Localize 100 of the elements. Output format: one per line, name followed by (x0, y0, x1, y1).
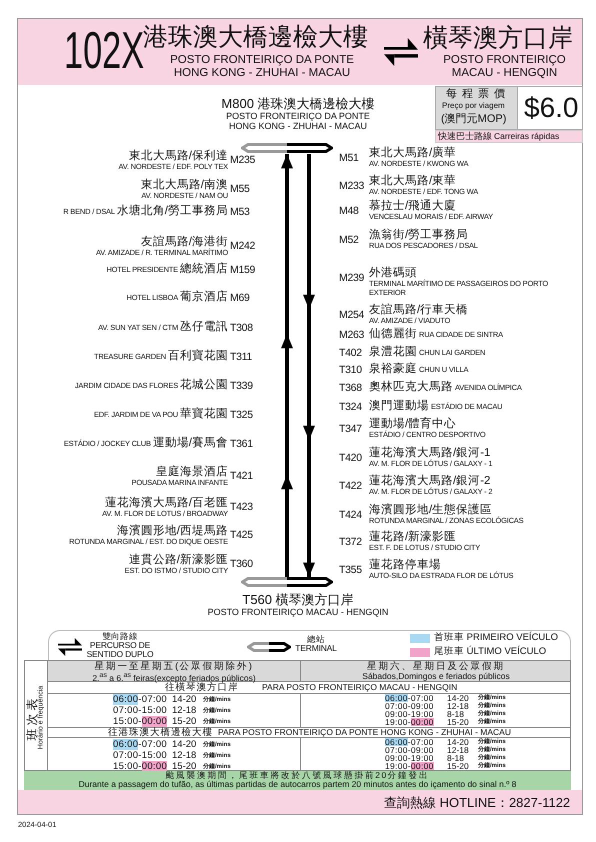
stop-code: M263 (339, 329, 364, 341)
stop-code: T361 (230, 438, 253, 450)
terminal-name-pt: POSTO FRONTEIRIÇO DA PONTE HONG KONG - ZHUHAI - MACAU (225, 111, 371, 131)
stop-code: T308 (230, 322, 253, 334)
column-heading-pt: 2.$^{as}$ a 6.$^{as}$ feiras(excepto feriados públicos) (91, 671, 257, 683)
stop-code: M254 (339, 309, 364, 321)
frequency: 8-18 (447, 754, 464, 762)
first-departure-time: 06:00 (385, 738, 408, 746)
stop-name: 運動場/賽馬會 (152, 437, 228, 450)
hotline-text: 查詢熱線 HOTLINE：2827-1122 (384, 794, 570, 811)
frequency: 14-20 (172, 738, 196, 750)
time-range: 15:00- (113, 716, 142, 727)
time-range: 07:00-15:00 (113, 705, 168, 716)
stop-code: T360 (230, 558, 253, 570)
stop-code: T347 (339, 423, 362, 435)
stop-name: 奧林匹克大馬路 (369, 381, 453, 394)
stop-name: 百利寶花園 (168, 350, 228, 363)
frequency: 12-18 (447, 746, 469, 754)
last-departure-time: 00:00 (142, 716, 168, 727)
stop-code: T355 (339, 564, 362, 576)
stop-code: T325 (230, 409, 253, 421)
direction-heading: 往橫琴澳方口岸 (165, 682, 238, 693)
frequency: 14-20 (447, 738, 469, 746)
frequency: 15-20 (172, 760, 196, 772)
stop-code: T420 (339, 452, 362, 464)
stop-code: T372 (339, 536, 362, 548)
column-heading: 星期一至星期五(公眾假期除外) (94, 661, 254, 672)
stop-name: 仙德麗街 (369, 328, 417, 341)
stop-name: 蓮花海濱大馬路/銀河-1 (369, 447, 490, 460)
frequency: 15-20 (447, 762, 469, 770)
stop-code: M69 (230, 292, 250, 304)
frequency: 14-20 (447, 694, 469, 702)
stop-name: 東北大馬路/廣華 (369, 147, 456, 160)
stop-code: M159 (230, 264, 256, 276)
time-range: 07:00-09:00 (385, 702, 434, 710)
first-departure-time: 06:00 (113, 694, 138, 705)
stop-code: T422 (339, 480, 362, 492)
stop-code: T368 (339, 382, 362, 394)
column-heading: 星期六、星期日及公眾假期 (366, 661, 506, 672)
stop-name: 東北大馬路/保利達 (128, 150, 228, 163)
stop-name: 運動場/體育中心 (369, 418, 456, 430)
time-range: 15:00- (113, 760, 142, 772)
stop-name: 花城公園 (180, 379, 228, 392)
frequency: 12-18 (172, 750, 196, 760)
last-departure-time: 00:00 (142, 760, 168, 772)
stop-code: M51 (339, 152, 359, 164)
terminal-name: T560 橫琴澳方口岸 (241, 592, 355, 607)
stop-code: T424 (339, 509, 362, 521)
stop-name: 連貫公路/新濠影匯 (128, 554, 228, 567)
stop-name: 蓮花路/新濠影匯 (369, 531, 456, 544)
time-range: 19:00- (385, 762, 411, 770)
stop-name: 漁翁街/勞工事務局 (369, 229, 468, 242)
terminal-name-pt: POSTO FRONTEIRIÇO DA PONTE HONG KONG - ZHUHAI - MACAU (169, 54, 355, 79)
time-range: 07:00-15:00 (113, 750, 168, 760)
time-range: -07:00 (408, 694, 434, 702)
stop-name: 水塘北角/勞工事務局 (116, 205, 228, 218)
stop-name: 蓮花海濱大馬路/百老匯 (104, 497, 228, 510)
stop-name: 友誼馬路/行車天橋 (369, 304, 468, 317)
time-range: 09:00-19:00 (385, 754, 434, 762)
legend-label: 總站 TERMINAL (294, 635, 338, 653)
route-line (303, 152, 315, 577)
terminal-name: 港珠澳大橋邊檢大樓 (143, 23, 368, 51)
legend-label: 首班車 PRIMEIRO VEÍCULO (434, 632, 558, 644)
time-range: 19:00- (385, 718, 411, 726)
stop-name: 泉裕豪庭 (369, 363, 417, 376)
stop-code: M235 (230, 154, 256, 166)
stop-code: T324 (339, 401, 362, 413)
route-number: 102X (64, 21, 144, 82)
stop-name: 氹仔電訊 (180, 321, 228, 334)
frequency: 14-20 (172, 694, 196, 705)
time-range: 07:00-09:00 (385, 746, 434, 754)
legend-label: 雙向路線 PERCURSO DE SENTIDO DUPLO (86, 632, 154, 659)
direction-heading-pt: PARA POSTO FRONTEIRIÇO MACAU - HENGQIN (262, 682, 458, 693)
stop-code: M53 (230, 206, 250, 218)
stop-code: T421 (230, 470, 253, 482)
stop-name: 澳門運動場 (369, 400, 429, 413)
stop-code: M242 (230, 240, 256, 252)
stop-name: 東北大馬路/南澳 (140, 179, 228, 192)
stop-code: M55 (230, 183, 250, 195)
terminal-name: M800 港珠澳大橋邊檢大樓 (220, 96, 376, 111)
terminal-name: 橫琴澳方口岸 (423, 24, 573, 53)
stop-code: M233 (339, 180, 364, 192)
time-range: 09:00-19:00 (385, 710, 434, 718)
stop-name: 外港碼頭 (369, 267, 417, 280)
stop-code: T423 (230, 501, 253, 513)
stop-name: 總統酒店 (180, 263, 228, 276)
currency-label: (澳門元MOP) (441, 112, 506, 126)
stop-name: 友誼馬路/海港街 (140, 236, 228, 248)
route-line (281, 154, 293, 577)
frequency: 8-18 (447, 710, 464, 718)
stop-code: T310 (339, 364, 362, 376)
last-departure-time: 00:00 (410, 718, 434, 726)
frequency: 12-18 (172, 705, 196, 716)
stop-code: T425 (230, 529, 253, 541)
fare-price: $6.0 (524, 91, 578, 125)
timetable-heading: 班次表 (25, 696, 39, 740)
stop-name: 泉澧花園 (369, 346, 417, 359)
stop-name: 葡京酒店 (180, 291, 228, 304)
stop-name: 海濱圓形地/西堤馬路 (116, 525, 228, 538)
stop-code: M48 (339, 205, 359, 217)
